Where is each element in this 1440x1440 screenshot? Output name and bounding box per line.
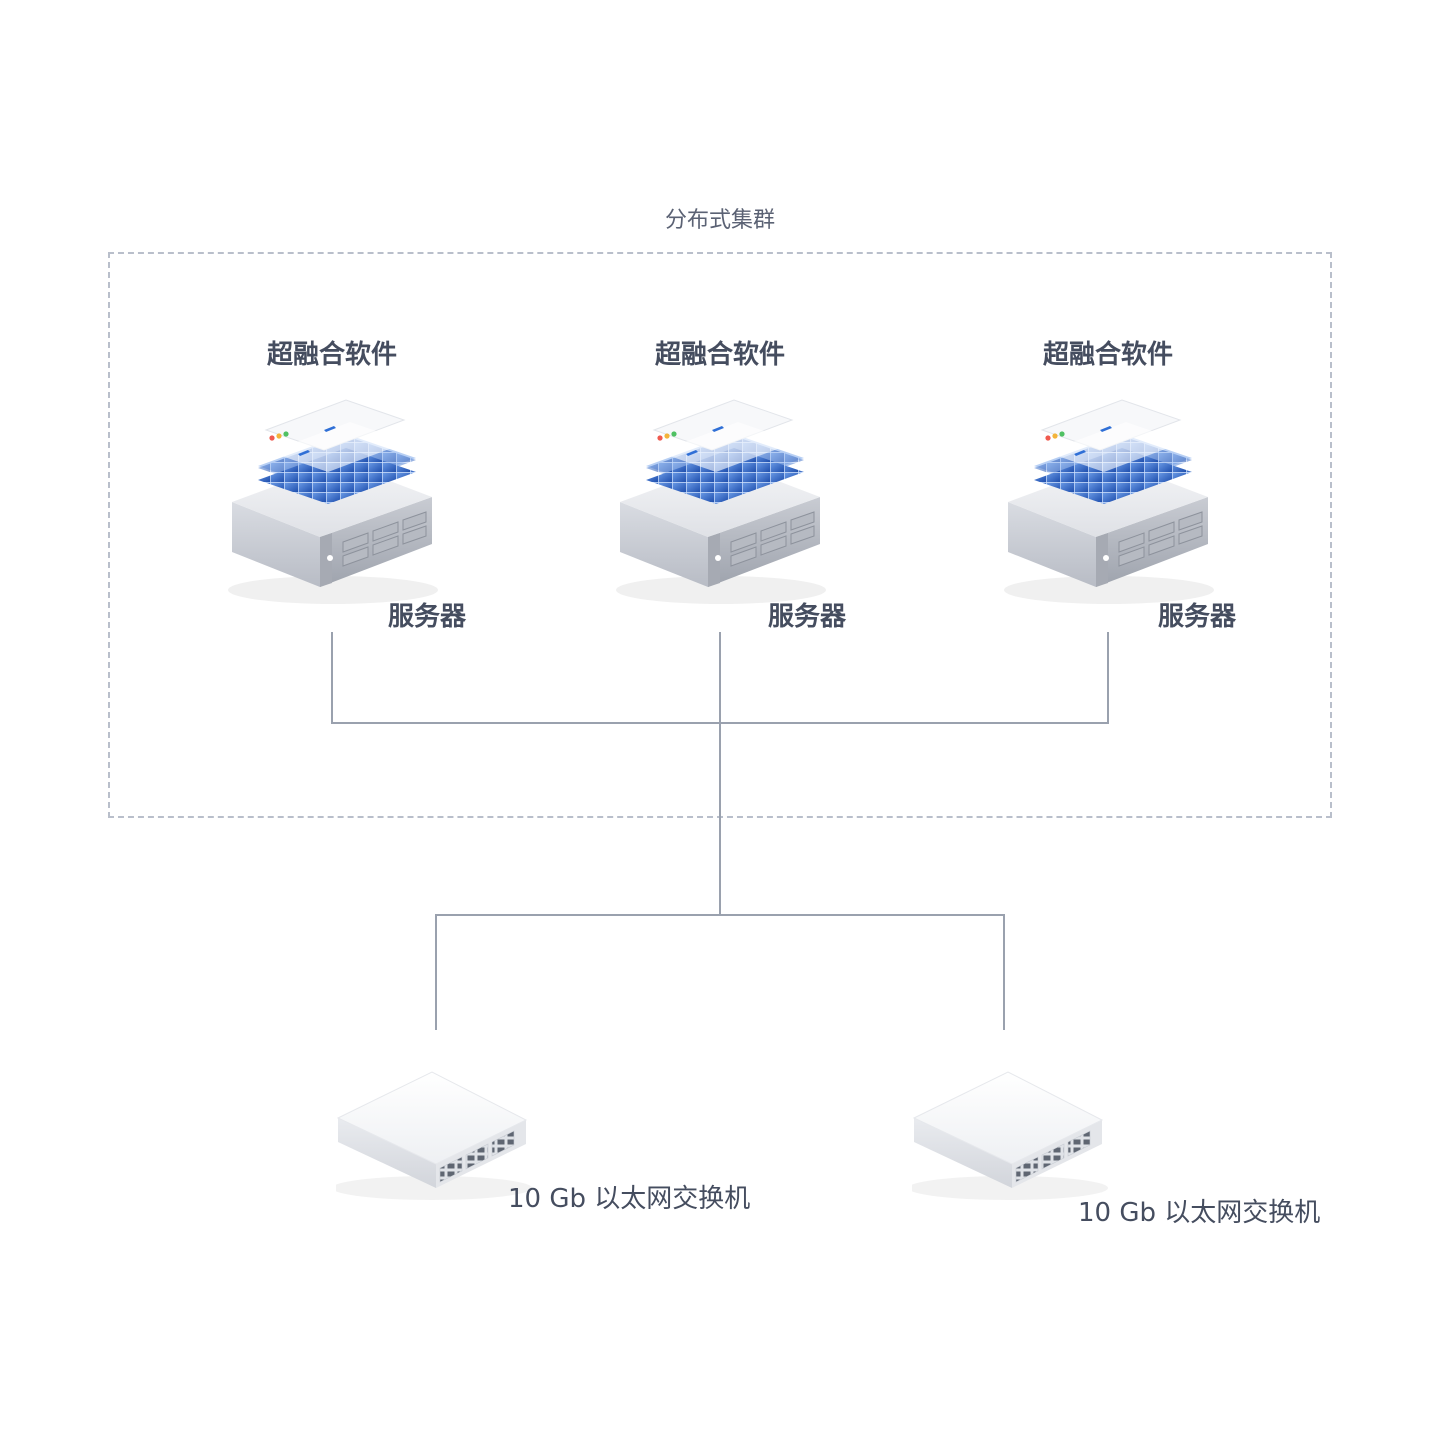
switch-label-1: 10 Gb 以太网交换机 — [508, 1184, 751, 1214]
cluster-title: 分布式集群 — [664, 208, 775, 233]
server-icon-1 — [228, 392, 438, 604]
switch-label-2: 10 Gb 以太网交换机 — [1078, 1198, 1321, 1228]
server-icon-3 — [1004, 392, 1214, 604]
software-label-3: 超融合软件 — [1042, 340, 1173, 370]
server-icon-2 — [616, 392, 826, 604]
ethernet-switch-icon-2 — [912, 1058, 1108, 1204]
ethernet-switch-icon-1 — [336, 1058, 532, 1204]
software-label-2: 超融合软件 — [654, 340, 785, 370]
server-label-3: 服务器 — [1158, 602, 1237, 632]
server-label-1: 服务器 — [388, 602, 467, 632]
server-label-2: 服务器 — [768, 602, 847, 632]
software-label-1: 超融合软件 — [266, 340, 397, 370]
